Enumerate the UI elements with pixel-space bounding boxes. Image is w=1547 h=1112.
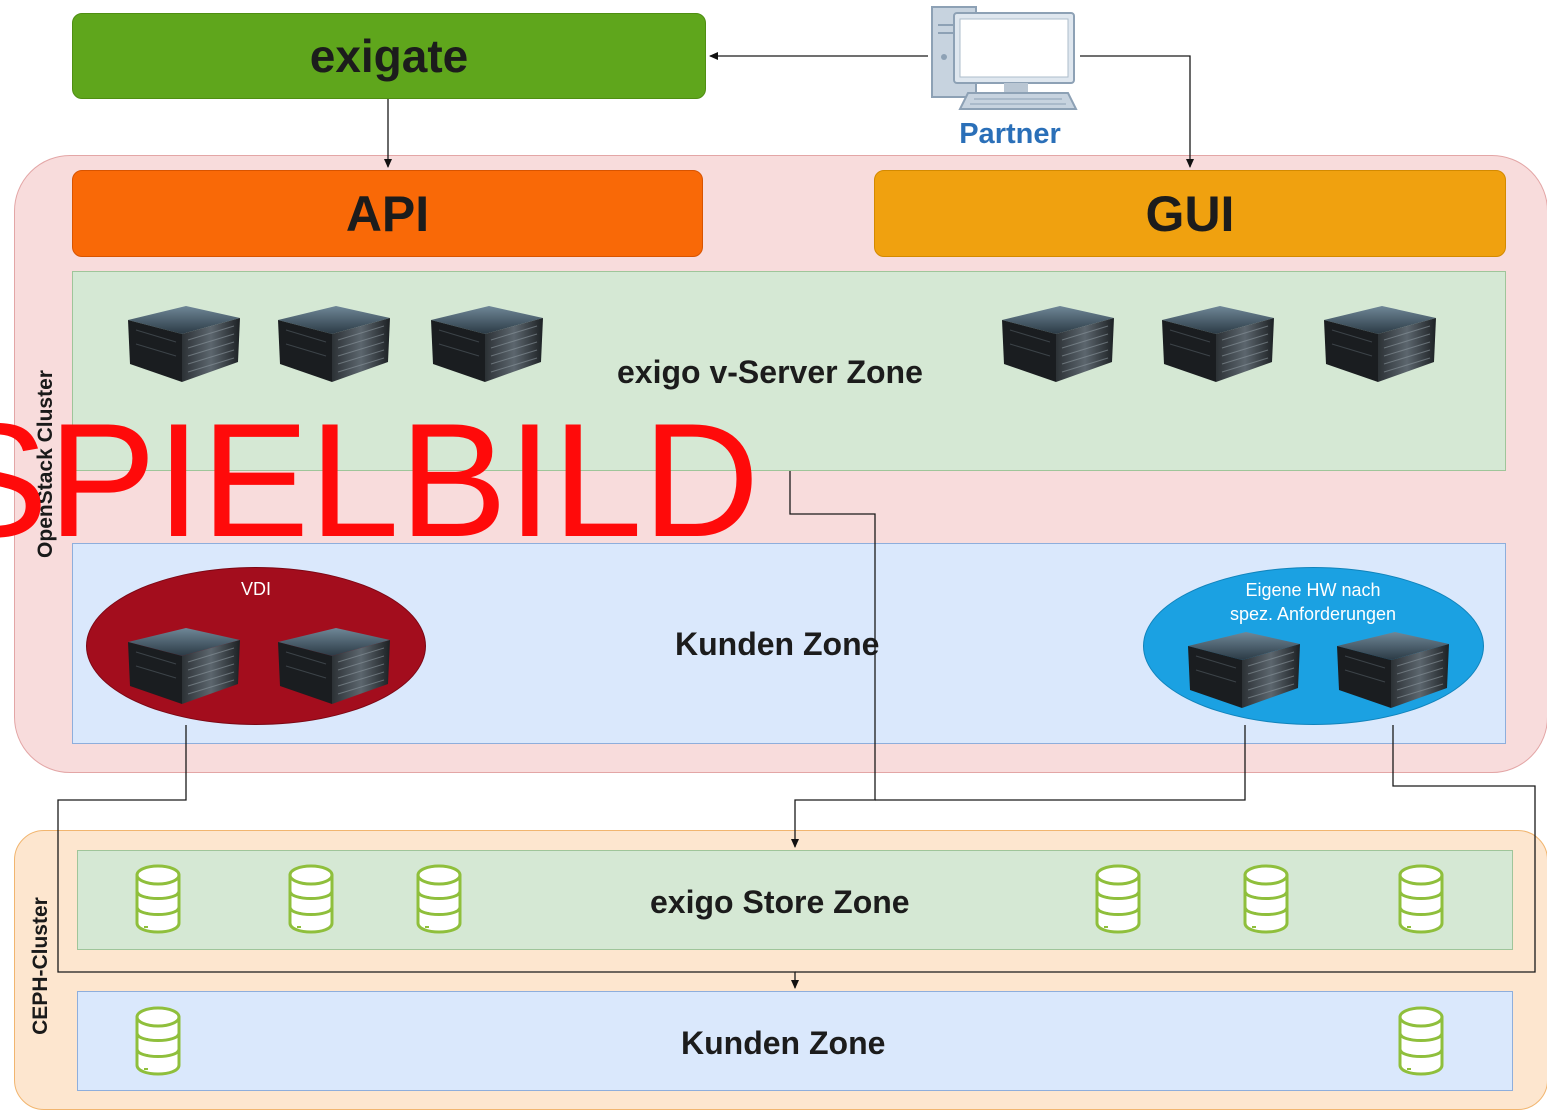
api-box: API xyxy=(72,170,703,257)
eigene-hw-label-line1: Eigene HW nach xyxy=(1245,580,1381,600)
store-zone-label: exigo Store Zone xyxy=(650,884,910,920)
exigate-box: exigate xyxy=(72,13,706,99)
desktop-computer-icon xyxy=(931,6,1078,110)
kunden-zone-ceph xyxy=(77,991,1513,1091)
partner-label: Partner xyxy=(959,118,1061,150)
kunden-zone-ceph-label: Kunden Zone xyxy=(681,1025,886,1061)
vdi-label: VDI xyxy=(240,579,271,599)
watermark: SPIELBILD xyxy=(0,390,760,571)
api-label: API xyxy=(345,185,430,242)
eigene-hw-label-line2: spez. Anforderungen xyxy=(1229,604,1397,624)
vserver-zone-label: exigo v-Server Zone xyxy=(617,354,923,390)
exigate-label: exigate xyxy=(309,30,469,82)
gui-box: GUI xyxy=(874,170,1506,257)
kunden-zone-openstack-label: Kunden Zone xyxy=(675,626,880,662)
gui-label: GUI xyxy=(1145,185,1235,242)
